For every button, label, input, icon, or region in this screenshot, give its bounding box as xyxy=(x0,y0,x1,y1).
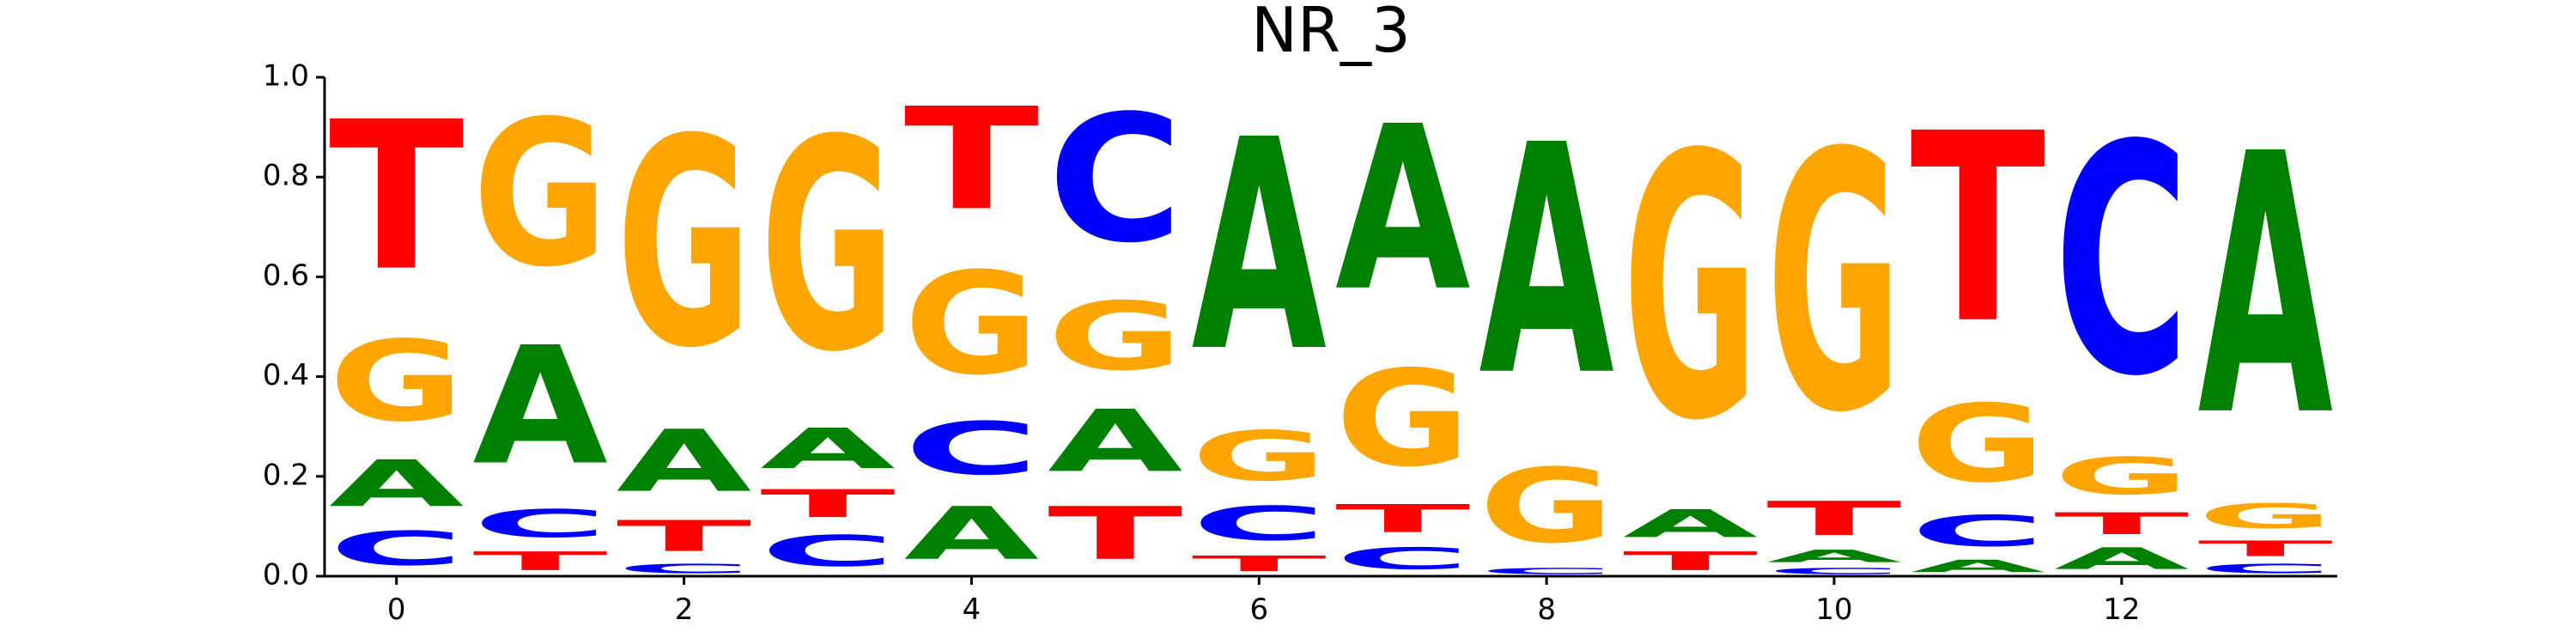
logo-letter-a-pos-2: A xyxy=(617,411,752,511)
logo-letter-g-pos-13: G xyxy=(2198,496,2333,536)
logo-letter-g-pos-0: G xyxy=(329,317,464,447)
logo-letter-c-pos-0: C xyxy=(329,521,464,576)
logo-letter-t-pos-1: T xyxy=(472,546,607,576)
logo-letter-t-pos-2: T xyxy=(617,512,751,562)
logo-letter-a-pos-12: A xyxy=(2054,542,2190,576)
logo-letter-c-pos-7: C xyxy=(1335,542,1470,577)
x-tick-label: 10 xyxy=(1815,592,1852,627)
logo-letter-a-pos-3: A xyxy=(760,416,895,481)
logo-letter-t-pos-5: T xyxy=(1048,491,1182,575)
y-tick-label: 1.0 xyxy=(263,59,309,94)
logo-letter-g-pos-9: G xyxy=(1623,79,1758,501)
logo-letter-g-pos-8: G xyxy=(1479,447,1613,566)
x-tick-label: 8 xyxy=(1537,592,1556,627)
logo-letter-g-pos-2: G xyxy=(617,79,751,411)
y-tick-label: 0.8 xyxy=(263,159,309,193)
logo-letter-a-pos-9: A xyxy=(1623,501,1758,546)
logo-letter-g-pos-6: G xyxy=(1192,416,1327,496)
logo-letter-c-pos-6: C xyxy=(1192,496,1327,551)
logo-letter-a-pos-0: A xyxy=(329,447,464,522)
logo-letter-a-pos-7: A xyxy=(1335,79,1470,342)
y-tick-label: 0.0 xyxy=(263,558,309,592)
y-tick-label: 0.6 xyxy=(263,258,309,293)
logo-letter-t-pos-12: T xyxy=(2054,507,2189,541)
logo-letter-g-pos-7: G xyxy=(1335,343,1470,496)
axes: 0.0 0.2 0.4 0.6 0.8 1.0 0 2 4 6 8 10 12 xyxy=(263,59,2337,627)
logo-letter-a-pos-1: A xyxy=(472,313,607,501)
logo-letter-g-pos-5: G xyxy=(1048,282,1182,391)
logo-letter-c-pos-11: C xyxy=(1911,507,2045,556)
logo-letter-g-pos-10: G xyxy=(1766,78,1901,490)
logo-letter-c-pos-4: C xyxy=(904,407,1039,491)
x-tick-label: 4 xyxy=(963,592,981,627)
y-tick-label: 0.2 xyxy=(263,458,309,492)
x-tick-label: 12 xyxy=(2103,592,2140,627)
x-tick-label: 6 xyxy=(1249,592,1268,627)
logo-letter-g-pos-3: G xyxy=(760,77,895,416)
logo-letter-c-pos-12: C xyxy=(2054,78,2189,446)
logo-letter-a-pos-8: A xyxy=(1479,78,1615,446)
logo-letter-a-pos-5: A xyxy=(1048,392,1183,491)
logo-letter-g-pos-4: G xyxy=(904,243,1039,407)
logo-letter-c-pos-5: C xyxy=(1048,78,1182,282)
logo-letter-a-pos-4: A xyxy=(904,492,1039,576)
logo-letter-t-pos-13: T xyxy=(2198,537,2333,562)
logo-letter-a-pos-13: A xyxy=(2198,78,2335,495)
logo-letter-c-pos-10: C xyxy=(1766,566,1901,576)
logo-letter-t-pos-4: T xyxy=(904,78,1039,242)
logo-letter-g-pos-11: G xyxy=(1911,382,2045,507)
y-tick-label: 0.4 xyxy=(263,358,309,392)
logo-letter-c-pos-3: C xyxy=(760,526,895,576)
logo-letter-a-pos-11: A xyxy=(1911,556,2046,576)
logo-letter-t-pos-6: T xyxy=(1192,551,1327,576)
logo-letter-g-pos-12: G xyxy=(2054,447,2189,506)
x-tick-label: 0 xyxy=(387,592,406,627)
logo-letter-t-pos-9: T xyxy=(1623,546,1758,576)
logo-letter-t-pos-0: T xyxy=(329,78,464,316)
x-tick-label: 2 xyxy=(675,592,694,627)
logo-letter-a-pos-6: A xyxy=(1192,77,1328,416)
logo-letters: CAGTTCAGCTAGCTAGACGTTAGCTCGACTGACGATAGCA… xyxy=(329,77,2334,576)
logo-letter-c-pos-8: C xyxy=(1479,566,1613,576)
logo-letter-t-pos-10: T xyxy=(1766,491,1901,546)
logo-letter-t-pos-3: T xyxy=(760,482,895,526)
logo-letter-a-pos-10: A xyxy=(1766,546,1902,566)
logo-letter-c-pos-13: C xyxy=(2198,562,2333,576)
logo-letter-t-pos-11: T xyxy=(1911,79,2047,381)
logo-letter-g-pos-1: G xyxy=(472,79,607,312)
logo-letter-t-pos-7: T xyxy=(1335,496,1470,541)
chart-title: NR_3 xyxy=(1251,0,1411,66)
logo-letter-c-pos-1: C xyxy=(472,501,607,546)
logo-letter-c-pos-2: C xyxy=(617,562,751,576)
